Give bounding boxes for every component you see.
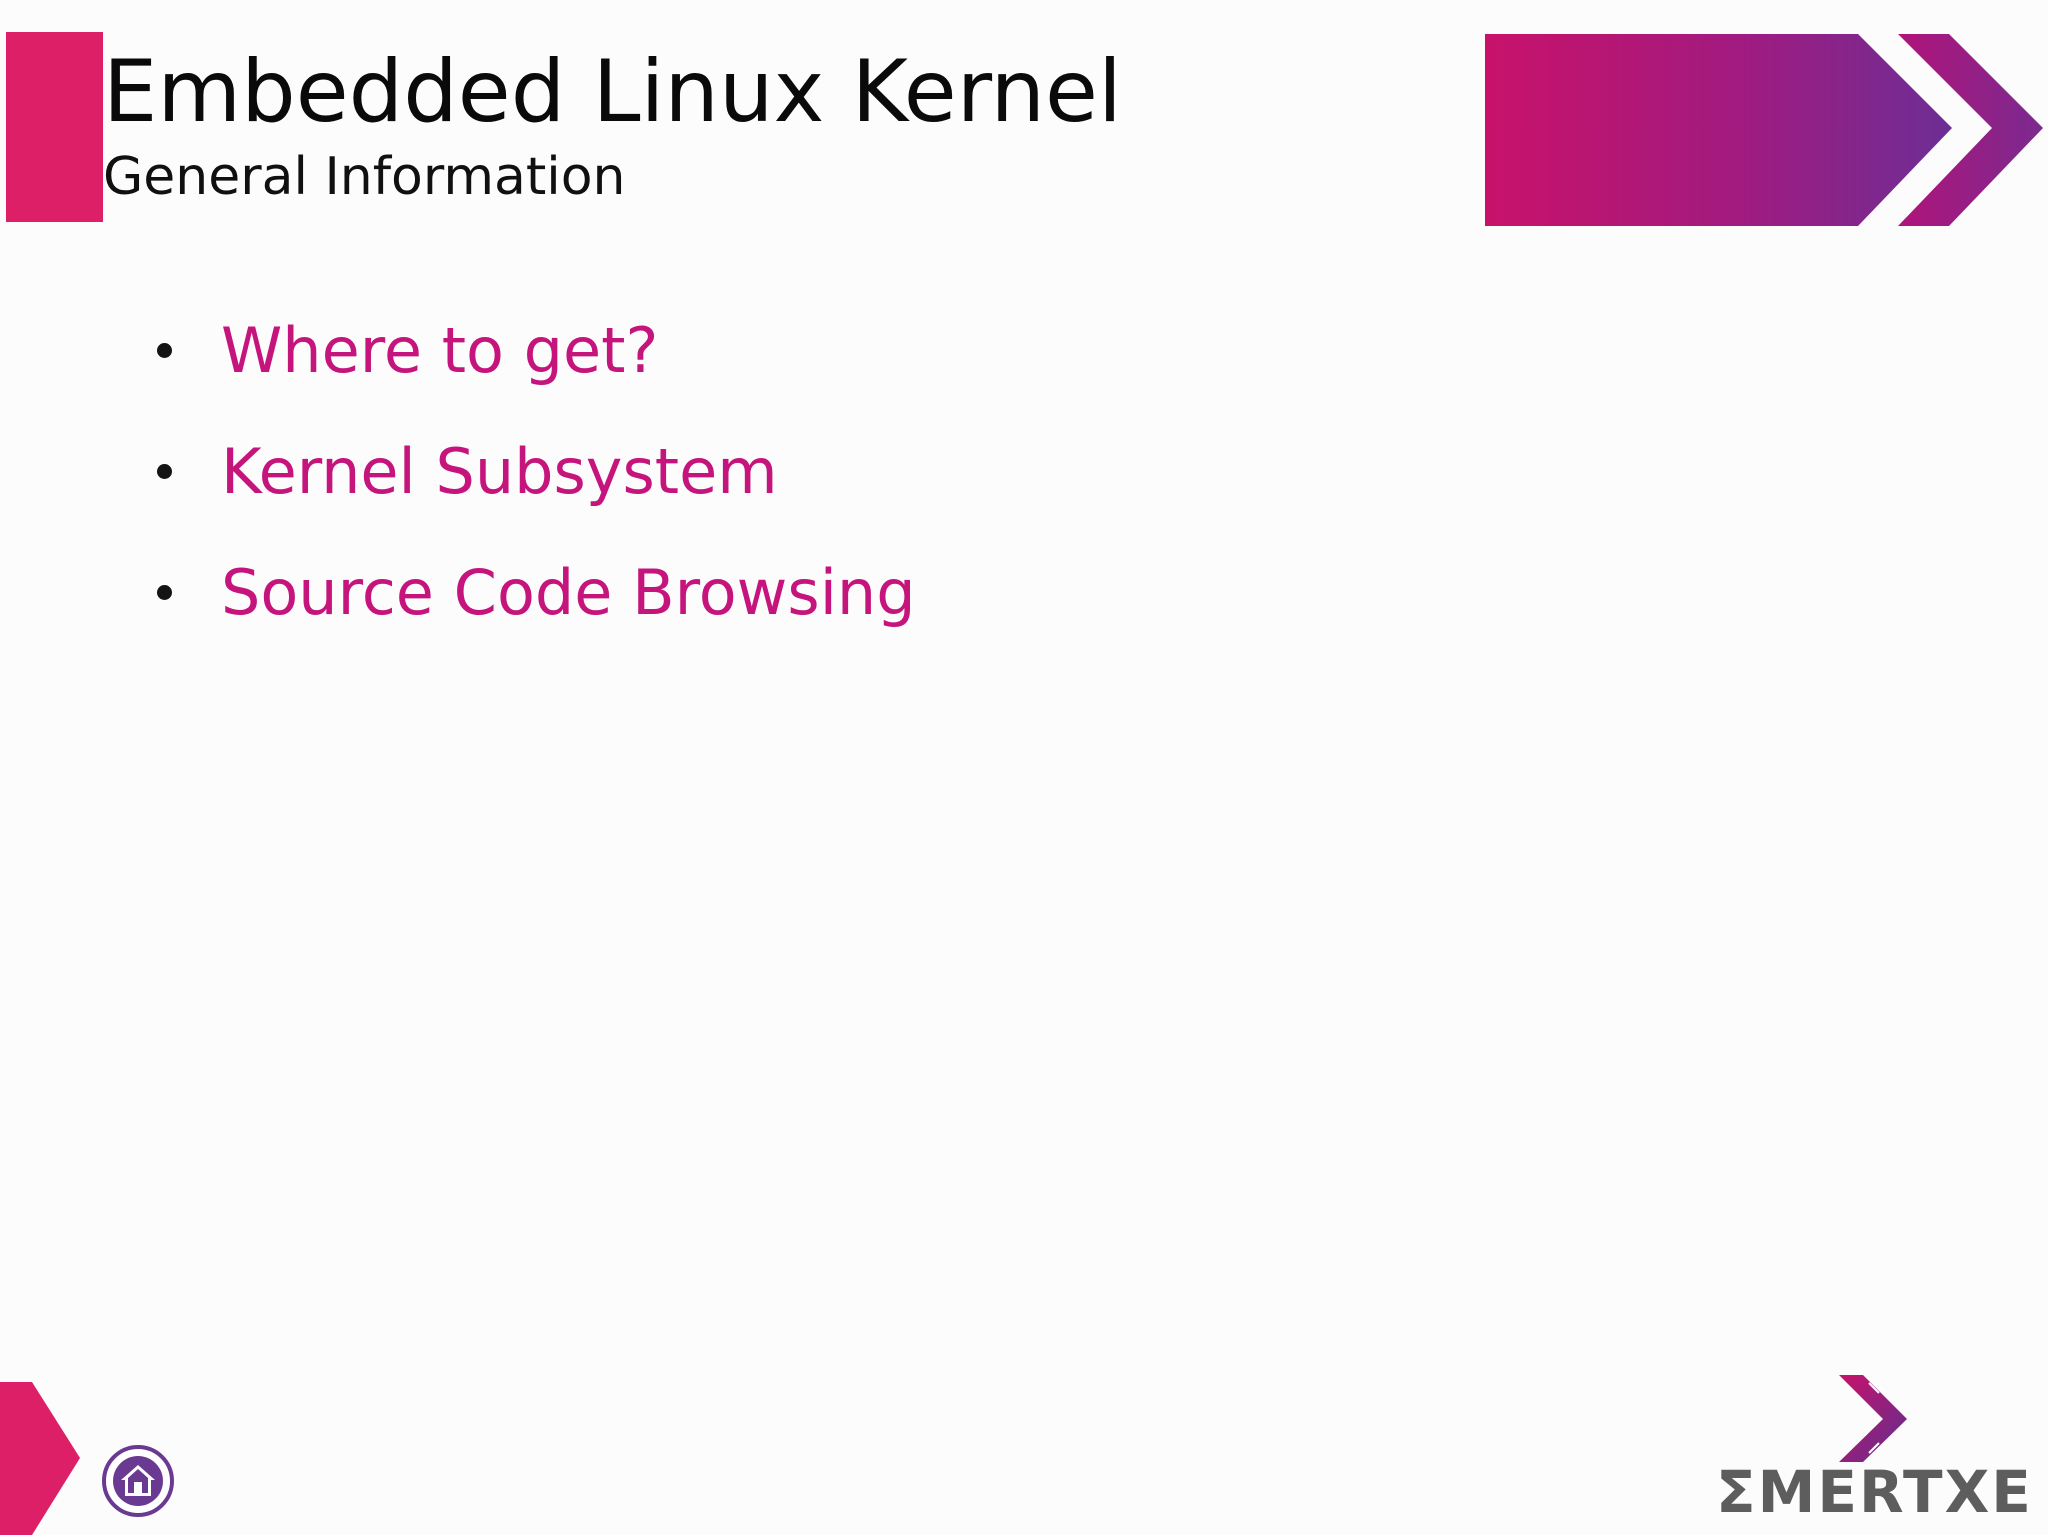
slide-title: Embedded Linux Kernel — [103, 42, 1122, 142]
brand-logo: ƩMERTXE — [1716, 1375, 2036, 1535]
bullet-dot — [157, 464, 172, 479]
bullet-text: Where to get? — [221, 313, 659, 387]
header-banner-shape — [1485, 34, 1952, 226]
bullet-dot — [157, 585, 172, 600]
bullet-text: Source Code Browsing — [221, 555, 916, 629]
slide-subtitle: General Information — [103, 147, 626, 207]
title-block: Embedded Linux Kernel General Informatio… — [103, 40, 1403, 210]
bullet-list: Where to get? Kernel Subsystem Source Co… — [150, 290, 916, 653]
bullet-item[interactable]: Where to get? — [150, 290, 916, 411]
bullet-text: Kernel Subsystem — [221, 434, 778, 508]
nav-arrow-shape — [0, 1382, 80, 1535]
home-icon[interactable] — [100, 1443, 176, 1519]
bullet-item[interactable]: Kernel Subsystem — [150, 411, 916, 532]
title-accent-bar — [6, 32, 103, 222]
bullet-dot — [157, 343, 172, 358]
bullet-item[interactable]: Source Code Browsing — [150, 532, 916, 653]
brand-name: ƩMERTXE — [1716, 1458, 2033, 1526]
header-chevron-graphic — [1485, 34, 2043, 226]
brand-chevron-icon — [1839, 1375, 1907, 1462]
header-chevron-shape — [1898, 34, 2043, 226]
